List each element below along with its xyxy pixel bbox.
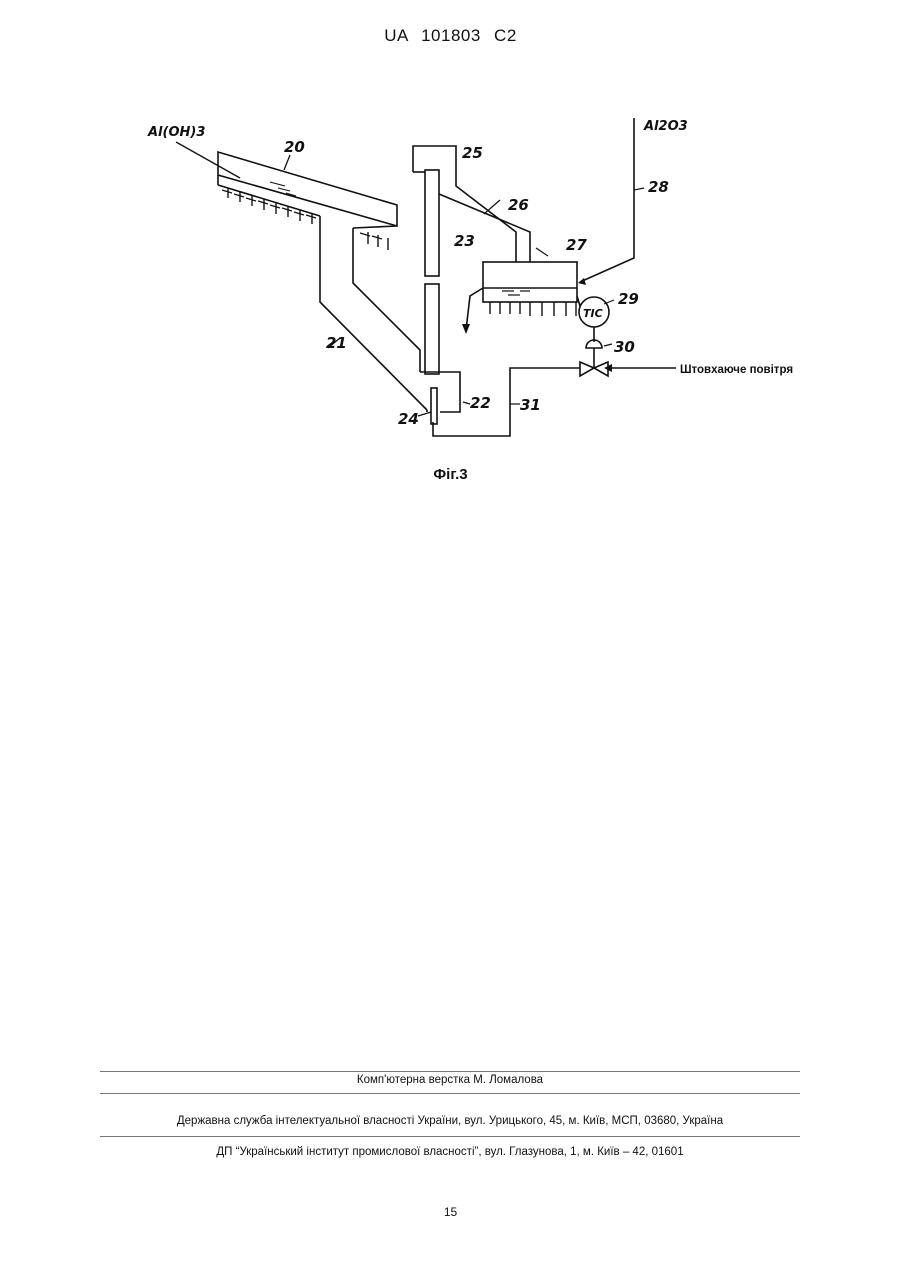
process-diagram: Al(OH)3 Al2O3 20 25 26 23 27 28 29 30 21… [0, 0, 901, 520]
page-number: 15 [0, 1205, 901, 1219]
riser-23-upper [425, 170, 439, 276]
agency-address: Державна служба інтелектуальної власност… [100, 1115, 800, 1127]
footer-divider-middle [100, 1093, 800, 1094]
riser-23-lower [425, 284, 439, 374]
ref-27: 27 [566, 236, 587, 254]
ref-20: 20 [284, 138, 305, 156]
product-outlet-28 [580, 118, 634, 282]
riser-base-22 [420, 372, 460, 412]
air-nozzle-24 [431, 388, 437, 424]
ref-23: 23 [454, 232, 475, 250]
tic-label: TIC [583, 307, 603, 320]
ref-31: 31 [520, 396, 541, 414]
cooling-tank-27 [483, 262, 577, 302]
label-pushing-air: Штовхаюче повітря [680, 364, 793, 376]
label-al2o3: Al2O3 [643, 119, 688, 134]
ref-22: 22 [470, 394, 491, 412]
ref-30: 30 [614, 338, 635, 356]
ref-29: 29 [618, 290, 639, 308]
ref-25: 25 [462, 144, 483, 162]
figure-caption: Фіг.3 [0, 466, 901, 483]
ref-21: 21 [326, 334, 347, 352]
feeder-nozzles [228, 188, 388, 250]
downcomer-21 [320, 216, 427, 410]
tank-nozzles [490, 302, 576, 316]
air-pipe-31 [433, 368, 580, 436]
institute-address: ДП “Український інститут промислової вла… [100, 1146, 800, 1158]
layout-credit: Комп'ютерна верстка М. Ломалова [100, 1074, 800, 1086]
control-valve-30 [580, 362, 594, 376]
ref-24: 24 [398, 410, 419, 428]
footer-divider-bottom [100, 1136, 800, 1137]
footer-divider-top [100, 1071, 800, 1072]
ref-28: 28 [648, 178, 669, 196]
ref-26: 26 [508, 196, 529, 214]
label-al-oh3: Al(OH)3 [147, 125, 205, 140]
